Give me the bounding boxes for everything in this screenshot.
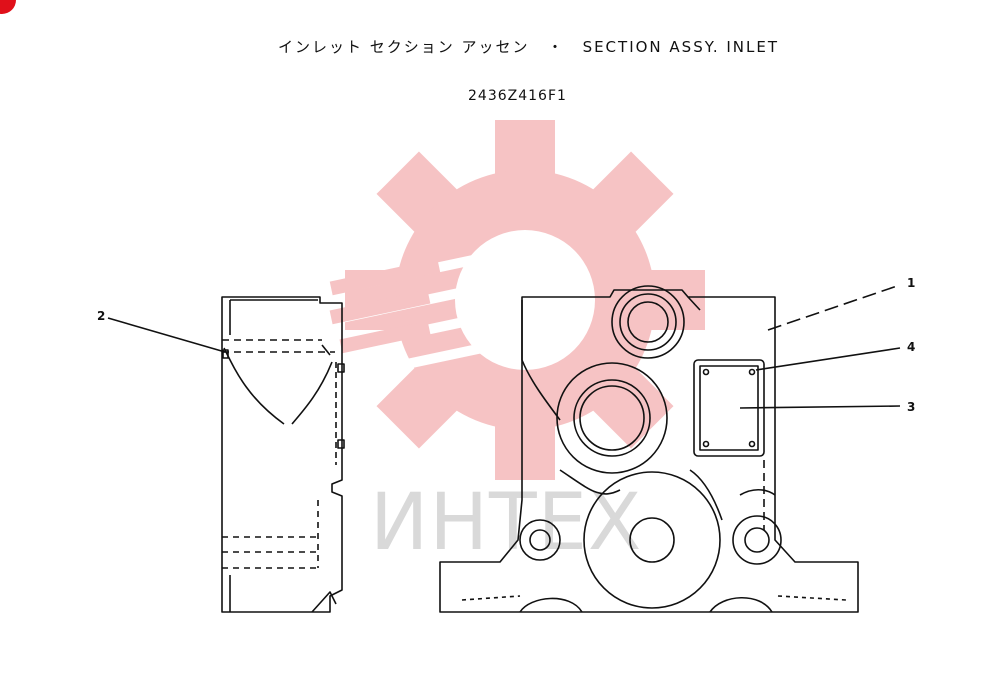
side-view	[221, 296, 345, 613]
title-english: SECTION ASSY. INLET	[582, 38, 780, 56]
title-japanese: インレット セクション アッセン	[278, 38, 530, 56]
leader-lines	[107, 284, 901, 409]
callout-3: 3	[907, 400, 916, 414]
title-separator: ・	[547, 38, 565, 56]
callout-1: 1	[907, 276, 916, 290]
drawing-title: インレット セクション アッセン・ SECTION ASSY. INLET	[278, 36, 779, 57]
front-view	[439, 285, 859, 613]
callout-2: 2	[97, 309, 106, 323]
part-number: 2436Z416F1	[468, 88, 567, 104]
callout-4: 4	[907, 340, 916, 354]
